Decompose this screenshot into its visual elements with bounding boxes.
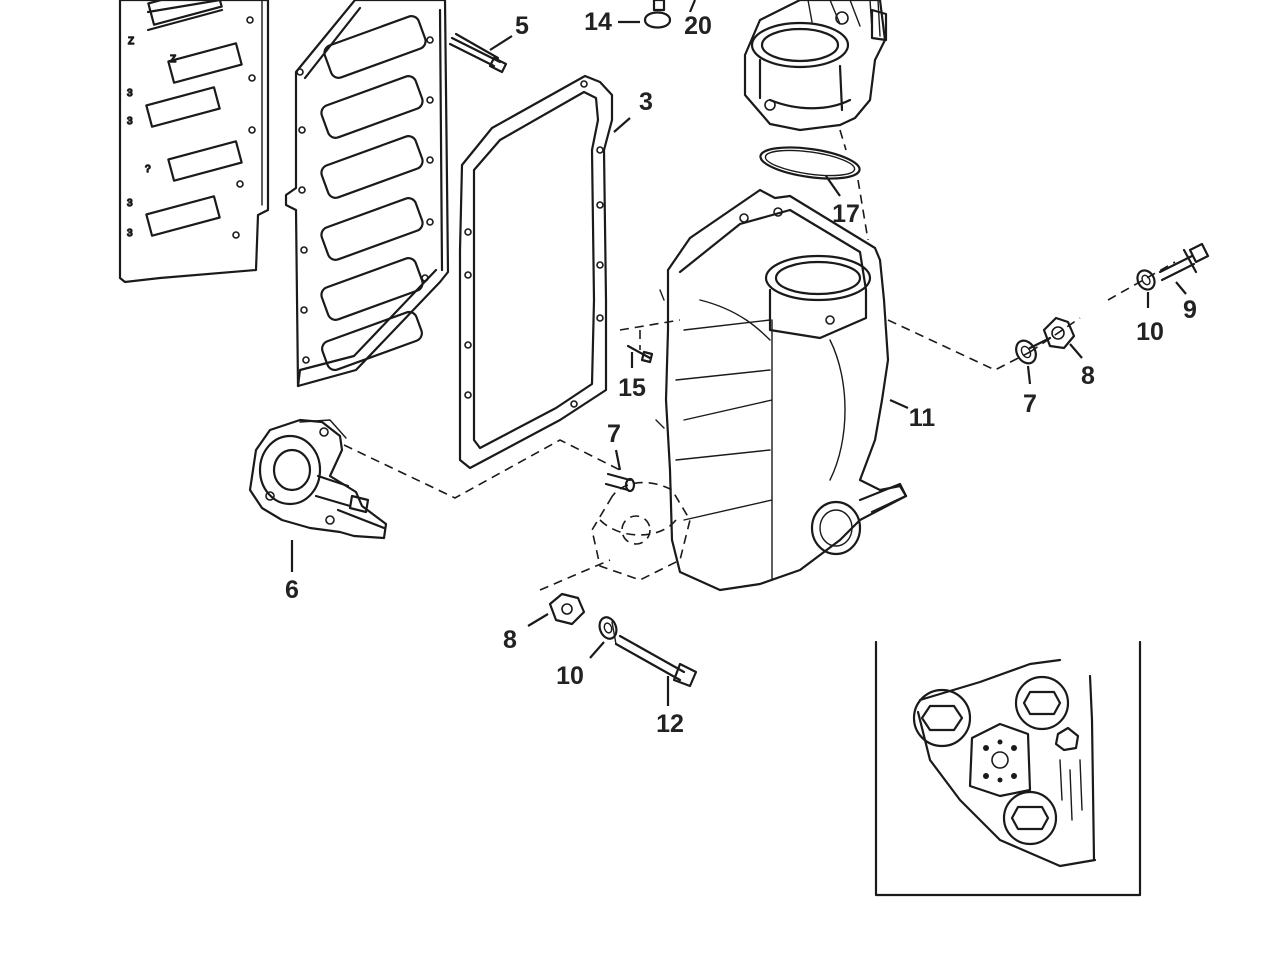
washer-10-lower — [598, 616, 618, 640]
svg-text:Z: Z — [170, 54, 176, 65]
assembly-6 — [248, 418, 388, 540]
svg-text:Z: Z — [128, 36, 134, 47]
callout-14: 14 — [584, 8, 612, 36]
callout-5: 5 — [515, 12, 529, 40]
callout-11: 11 — [909, 404, 936, 432]
dowel-7-lower — [604, 472, 636, 493]
callout-9: 9 — [1183, 296, 1197, 324]
callout-20: 20 — [684, 12, 712, 40]
alignment-lines — [343, 129, 1176, 591]
plug-14 — [643, 0, 672, 29]
gasket-3 — [458, 74, 614, 470]
throttle-body — [743, 0, 888, 132]
svg-text:3: 3 — [127, 198, 133, 209]
callout-labels: 5 14 20 3 17 9 10 8 7 15 11 7 6 8 10 12 — [285, 8, 1197, 738]
svg-text:?: ? — [145, 164, 151, 175]
reed-slots-left — [145, 0, 243, 237]
callout-3: 3 — [639, 88, 653, 116]
nut-8-lower — [548, 592, 586, 626]
bolt-9 — [1158, 242, 1210, 282]
svg-text:3: 3 — [127, 228, 133, 239]
bolt-12 — [611, 621, 698, 688]
svg-text:3: 3 — [127, 88, 133, 99]
screw-5 — [448, 32, 508, 74]
callout-7-upper: 7 — [1023, 390, 1037, 418]
callout-12: 12 — [656, 710, 684, 738]
callout-8-lower: 8 — [503, 626, 517, 654]
callout-17: 17 — [832, 200, 860, 228]
callout-7-lower: 7 — [607, 420, 621, 448]
screw-15 — [626, 344, 654, 364]
reed-block — [284, 0, 450, 388]
reed-plate-outer: Z Z 3 3 ? 3 3 — [118, 0, 270, 284]
reed-block-pockets — [320, 15, 427, 372]
phantom-bracket — [591, 481, 691, 581]
washer-10-right — [1136, 269, 1156, 291]
svg-text:3: 3 — [127, 116, 133, 127]
adapter-housing-11 — [655, 188, 908, 592]
callout-6: 6 — [285, 576, 299, 604]
nut-8-right — [1042, 316, 1076, 350]
detail-inset — [874, 640, 1142, 897]
callout-8-upper: 8 — [1081, 362, 1095, 390]
callout-10-lower: 10 — [556, 662, 584, 690]
callout-10-upper: 10 — [1136, 318, 1164, 346]
callout-15: 15 — [618, 374, 646, 402]
leader-lines — [290, 0, 1187, 706]
o-ring-17 — [759, 146, 861, 180]
